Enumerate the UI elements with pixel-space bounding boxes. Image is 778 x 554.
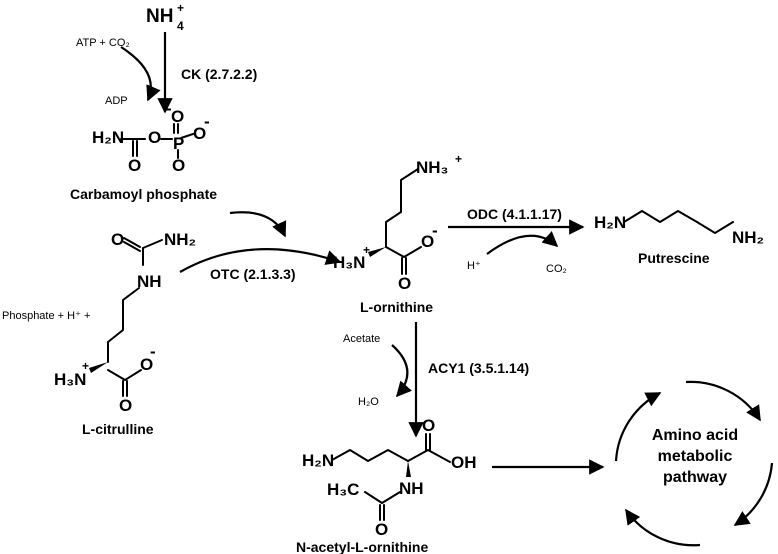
- odc-enzyme-label: ODC (4.1.1.17): [467, 206, 562, 222]
- l-citrulline-label: L-citrulline: [82, 421, 154, 437]
- ck-enzyme-label: CK (2.7.2.2): [181, 66, 257, 82]
- charge-minus: -: [204, 112, 210, 131]
- ammonium-ion: NH 4 +: [146, 1, 184, 33]
- ammonium-symbol: NH: [146, 6, 173, 27]
- atom-h3n: H₃N: [333, 253, 365, 272]
- atom-h3c: H₃C: [327, 480, 359, 499]
- atom-o: O: [148, 128, 161, 147]
- atom-h2n: H₂N: [594, 213, 626, 232]
- atom-nh3: NH₃: [416, 158, 448, 177]
- atom-h3n: H₃N: [54, 370, 86, 389]
- carbamoyl-phosphate-to-otc-arrow: [229, 211, 287, 238]
- acetate-label: Acetate: [343, 333, 380, 345]
- atom-o: O: [119, 396, 132, 415]
- atp-co2-label: ATP + CO₂: [76, 37, 130, 49]
- atom-o: O: [421, 232, 434, 251]
- putrescine-structure: H₂N NH₂: [594, 210, 764, 247]
- atom-nh2: NH₂: [732, 228, 764, 247]
- n-acetyl-l-ornithine-structure: H₂N OH O NH H₃C O: [302, 416, 477, 539]
- l-ornithine-label: L-ornithine: [360, 299, 433, 315]
- h-plus-label: H⁺: [467, 260, 481, 272]
- phosphate-h-label: Phosphate + H⁺ +: [2, 310, 90, 322]
- atom-o: O: [193, 124, 206, 143]
- ammonium-subscript: 4: [177, 19, 184, 33]
- atom-o: O: [128, 156, 141, 175]
- ammonium-charge: +: [177, 1, 184, 15]
- l-citrulline-structure: O NH₂ NH O - O H₃N +: [54, 230, 196, 415]
- atom-nh: NH: [399, 479, 424, 498]
- atom-o: O: [171, 107, 184, 126]
- charge-minus: -: [166, 99, 172, 118]
- charge-plus: +: [363, 243, 370, 257]
- acetate-to-water-curve: [391, 344, 412, 398]
- acy1-enzyme-label: ACY1 (3.5.1.14): [428, 360, 529, 376]
- adp-label: ADP: [105, 95, 128, 107]
- h2o-label: H₂O: [358, 396, 379, 408]
- atom-o: O: [375, 520, 388, 539]
- atom-o: O: [140, 355, 153, 374]
- charge-minus: -: [150, 342, 156, 361]
- putrescine-label: Putrescine: [638, 250, 710, 266]
- l-ornithine-structure: NH₃ + H₃N + O - O: [333, 152, 462, 293]
- atom-o: O: [111, 230, 124, 249]
- metabolic-cycle: Amino acid metabolic pathway: [614, 380, 774, 547]
- charge-plus: +: [455, 152, 462, 166]
- atom-oh: OH: [451, 453, 477, 472]
- co2-release-curve: [486, 231, 559, 255]
- cycle-label-line3: pathway: [663, 469, 727, 486]
- atp-to-adp-curve: [120, 46, 161, 102]
- atom-h2n: H₂N: [92, 128, 124, 147]
- otc-reaction-arrow: [179, 248, 342, 273]
- atom-o: O: [422, 416, 435, 435]
- charge-plus: +: [82, 359, 89, 373]
- otc-enzyme-label: OTC (2.1.3.3): [210, 266, 296, 282]
- cycle-label-line2: metabolic: [658, 448, 733, 465]
- atom-o: O: [398, 274, 411, 293]
- atom-h2n: H₂N: [302, 451, 334, 470]
- atom-nh2: NH₂: [164, 230, 196, 249]
- atom-o: O: [172, 156, 185, 175]
- co2-label: CO₂: [546, 263, 567, 275]
- atom-nh: NH: [137, 272, 162, 291]
- carbamoyl-phosphate-label: Carbamoyl phosphate: [70, 186, 217, 202]
- n-acetyl-l-ornithine-label: N-acetyl-L-ornithine: [296, 539, 428, 554]
- carbamoyl-phosphate-structure: H₂N O O P O - O O -: [92, 99, 210, 175]
- cycle-label-line1: Amino acid: [652, 427, 738, 444]
- atom-p: P: [173, 134, 184, 153]
- charge-minus: -: [432, 221, 438, 240]
